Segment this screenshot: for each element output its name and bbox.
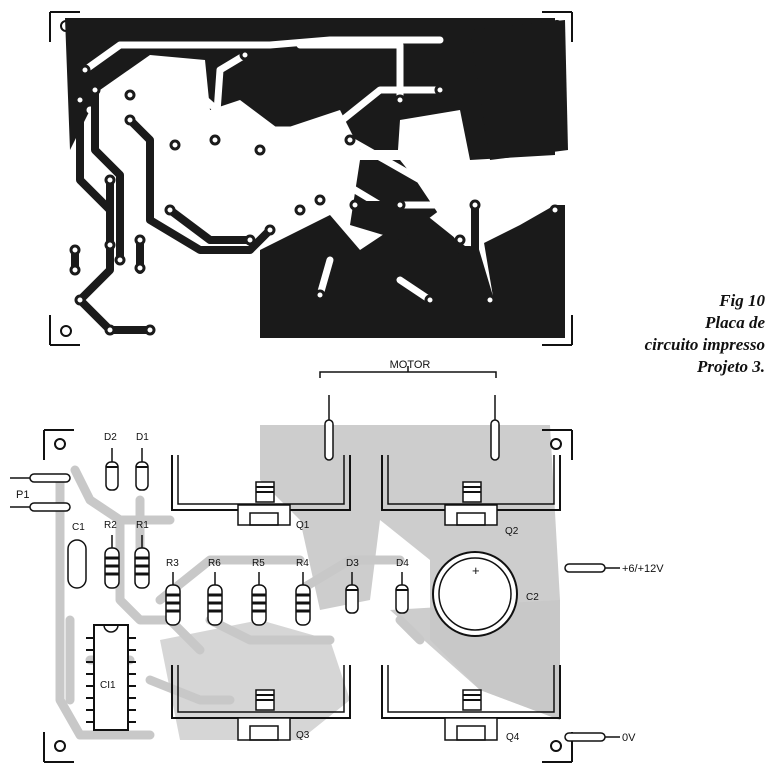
- d2-label: D2: [104, 432, 117, 443]
- figure-number: Fig 10: [719, 291, 765, 310]
- transistor-q3: Q3: [171, 665, 351, 741]
- q1-label: Q1: [296, 520, 310, 531]
- r6-label: R6: [208, 558, 221, 569]
- transistor-q1: Q1: [171, 455, 351, 531]
- motor-lead-2: [490, 419, 500, 461]
- transistor-q4: Q4: [381, 665, 561, 743]
- resistor-r6: R6: [207, 558, 223, 626]
- caption-line-1: Placa de: [705, 313, 765, 332]
- q4-label: Q4: [506, 732, 520, 743]
- transistor-q2: Q2: [381, 455, 561, 537]
- diode-d4: D4: [395, 558, 409, 614]
- r5-label: R5: [252, 558, 265, 569]
- resistor-r4: R4: [295, 558, 311, 626]
- caption-line-2: circuito impresso: [644, 335, 765, 354]
- diode-d2: D2: [104, 432, 119, 491]
- resistor-r3: R3: [165, 558, 181, 626]
- c2-plus-label: +: [472, 563, 480, 578]
- supply-connector: +6/+12V: [564, 563, 664, 575]
- d3-label: D3: [346, 558, 359, 569]
- diode-d3: D3: [345, 558, 359, 614]
- resistor-r2: R2: [104, 520, 120, 589]
- caption-line-3: Projeto 3.: [697, 357, 765, 376]
- r4-label: R4: [296, 558, 309, 569]
- supply-label: +6/+12V: [622, 563, 664, 575]
- r1-label: R1: [136, 520, 149, 531]
- c1-label: C1: [72, 522, 85, 533]
- capacitor-c1: C1: [67, 522, 87, 589]
- ground-label: 0V: [622, 732, 636, 744]
- resistor-r5: R5: [251, 558, 267, 626]
- q2-label: Q2: [505, 526, 519, 537]
- p1-label: P1: [16, 489, 29, 501]
- pcb-copper-layout: [49, 11, 573, 346]
- r2-label: R2: [104, 520, 117, 531]
- c2-label: C2: [526, 592, 539, 603]
- ci1-label: CI1: [100, 680, 116, 691]
- motor-label: MOTOR: [390, 359, 431, 371]
- pcb-component-layout: MOTOR P1 D2 D1 C1: [10, 359, 664, 763]
- resistor-r1: R1: [134, 520, 150, 589]
- capacitor-c2: + C2: [432, 551, 539, 637]
- q3-label: Q3: [296, 730, 310, 741]
- d1-label: D1: [136, 432, 149, 443]
- diode-d1: D1: [135, 432, 149, 491]
- p1-connector: P1: [10, 473, 71, 512]
- motor-lead-1: [324, 419, 334, 461]
- ground-connector: 0V: [564, 732, 636, 744]
- figure-caption: Fig 10 Placa de circuito impresso Projet…: [645, 290, 765, 378]
- d4-label: D4: [396, 558, 409, 569]
- ic-ci1: CI1: [86, 624, 136, 731]
- r3-label: R3: [166, 558, 179, 569]
